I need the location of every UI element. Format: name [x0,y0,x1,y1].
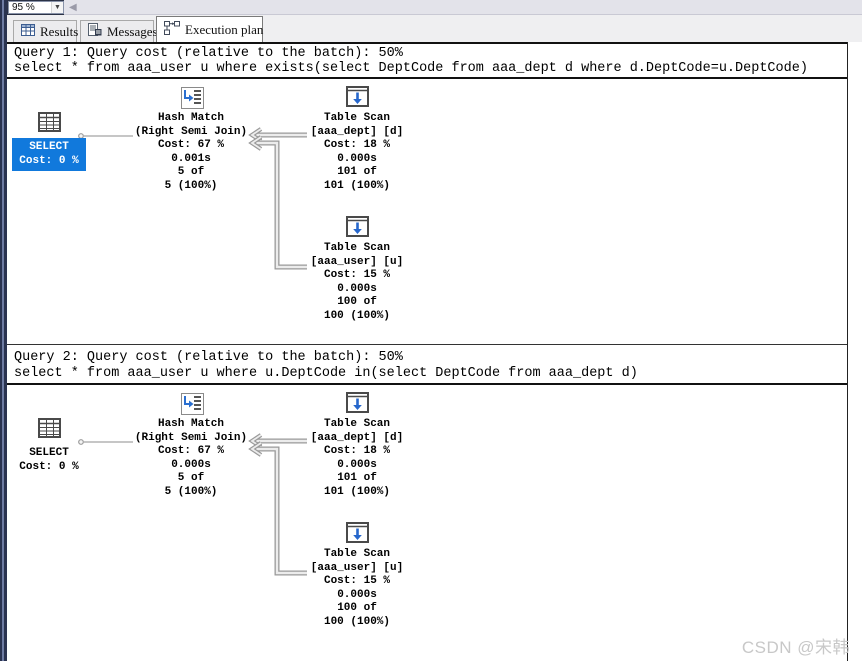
q1-arrow-tablescan-user-to-hashmatch [248,135,307,270]
node-time-line: 0.000s [337,282,377,295]
node-operator-label: Table Scan [323,112,390,124]
node-time-line: 0.000s [337,152,377,165]
q2-table-scan-user-icon [346,522,369,543]
window-left-border [0,0,7,661]
query2-sql-text: select * from aaa_user u where u.DeptCod… [14,366,638,381]
node-time-line: 0.000s [337,458,377,471]
horizontal-scrollbar[interactable] [64,0,862,15]
q1-hash-match-node[interactable]: Hash Match (Right Semi Join) Cost: 67 % … [111,112,271,193]
tab-messages-label: Messages [107,23,158,39]
node-cost-line: Cost: 15 % [323,269,390,281]
node-join-type: (Right Semi Join) [134,125,248,138]
scroll-left-arrow-icon[interactable]: ◀ [69,2,77,13]
node-join-type: (Right Semi Join) [134,431,248,444]
node-rows-line: 5 of [177,166,205,178]
q1-table-scan-user-node[interactable]: Table Scan [aaa_user] [u] Cost: 15 % 0.0… [277,242,437,323]
chevron-down-icon[interactable]: ▼ [51,2,63,13]
node-cost-line: Cost: 0 % [19,155,79,167]
csdn-watermark: CSDN @宋韩 [741,638,850,657]
query2-cost-header: Query 2: Query cost (relative to the bat… [14,350,403,365]
node-cost-line: Cost: 67 % [157,445,224,457]
node-object-name: [aaa_dept] [d] [310,125,404,138]
node-rows-line: 100 of [337,296,377,308]
node-object-name: [aaa_user] [u] [310,255,404,268]
q2-hash-match-node[interactable]: Hash Match (Right Semi Join) Cost: 67 % … [111,418,271,499]
q2-hash-match-icon [181,393,204,415]
q2-table-scan-dept-node[interactable]: Table Scan [aaa_dept] [d] Cost: 18 % 0.0… [277,418,437,499]
q1-table-scan-dept-icon [346,86,369,107]
node-time-line: 0.000s [171,458,211,471]
node-operator-label: SELECT [29,447,69,459]
node-operator-label: Hash Match [157,112,224,124]
node-object-name: [aaa_user] [u] [310,561,404,574]
node-rows-total-line: 101 (100%) [323,485,390,498]
node-cost-line: Cost: 67 % [157,139,224,151]
zoom-level-combobox[interactable]: 95 % ▼ [8,1,64,14]
tab-execution-plan-label: Execution plan [185,21,264,37]
node-rows-total-line: 100 (100%) [323,309,390,322]
q2-table-scan-user-node[interactable]: Table Scan [aaa_user] [u] Cost: 15 % 0.0… [277,548,437,629]
node-operator-label: Table Scan [323,548,390,560]
tab-messages[interactable]: Messages [80,20,158,42]
q1-select-result-grid-icon [38,112,61,132]
node-operator-label: Table Scan [323,418,390,430]
q1-select-node[interactable]: SELECT Cost: 0 % [12,138,86,171]
node-rows-line: 5 of [177,472,205,484]
results-pane-tab-strip: Results Messages Execution plan [7,15,862,42]
q2-table-scan-dept-icon [346,392,369,413]
node-cost-line: Cost: 18 % [323,139,390,151]
messages-icon [88,23,102,40]
q2-arrow-tablescan-user-to-hashmatch [248,441,307,576]
query2-header-separator [7,383,848,385]
query2-top-separator [7,344,848,345]
q1-table-scan-user-icon [346,216,369,237]
execution-plan-icon [164,20,180,39]
node-rows-line: 101 of [337,166,377,178]
zoom-level-value: 95 % [12,2,35,13]
node-operator-label: Hash Match [157,418,224,430]
content-right-border [847,42,848,661]
tab-results[interactable]: Results [13,20,79,42]
node-cost-line: Cost: 18 % [323,445,390,457]
results-grid-icon [21,23,35,40]
tab-results-label: Results [40,23,79,39]
q2-connector-select-to-hashmatch [78,439,133,445]
node-object-name: [aaa_dept] [d] [310,431,404,444]
window-left-border-highlight [2,0,4,661]
content-top-border [7,42,848,44]
node-rows-line: 100 of [337,602,377,614]
node-rows-total-line: 5 (100%) [164,485,218,498]
node-rows-total-line: 100 (100%) [323,615,390,628]
node-time-line: 0.001s [171,152,211,165]
q2-select-result-grid-icon [38,418,61,438]
node-rows-total-line: 5 (100%) [164,179,218,192]
q1-hash-match-icon [181,87,204,109]
q1-table-scan-dept-node[interactable]: Table Scan [aaa_dept] [d] Cost: 18 % 0.0… [277,112,437,193]
node-cost-line: Cost: 0 % [19,461,79,473]
node-operator-label: SELECT [29,141,69,153]
node-rows-total-line: 101 (100%) [323,179,390,192]
node-time-line: 0.000s [337,588,377,601]
query1-sql-text: select * from aaa_user u where exists(se… [14,61,808,76]
q2-select-node[interactable]: SELECT Cost: 0 % [12,444,86,477]
node-operator-label: Table Scan [323,242,390,254]
query1-header-separator [7,77,848,79]
tab-execution-plan[interactable]: Execution plan [156,16,263,42]
node-rows-line: 101 of [337,472,377,484]
query1-cost-header: Query 1: Query cost (relative to the bat… [14,46,403,61]
node-cost-line: Cost: 15 % [323,575,390,587]
